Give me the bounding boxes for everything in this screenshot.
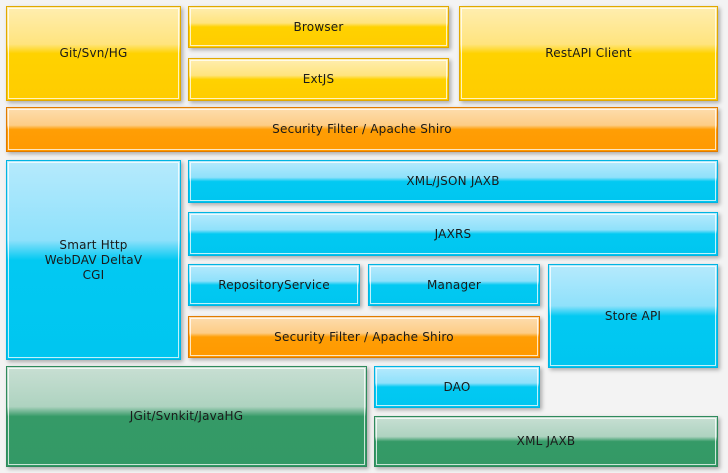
node-restapi-client[interactable]: RestAPI Client (459, 6, 718, 101)
node-smart-http-label: Smart Http WebDAV DeltaV CGI (44, 237, 143, 282)
node-jaxrs[interactable]: JAXRS (188, 212, 718, 256)
node-browser-label: Browser (293, 19, 344, 34)
node-repository-service-label: RepositoryService (218, 277, 330, 292)
node-security-filter-top-label: Security Filter / Apache Shiro (272, 122, 452, 136)
node-smart-http[interactable]: Smart Http WebDAV DeltaV CGI (6, 160, 181, 360)
node-security-filter-inner-label: Security Filter / Apache Shiro (274, 329, 454, 344)
node-security-filter-inner[interactable]: Security Filter / Apache Shiro (188, 316, 540, 358)
node-dao[interactable]: DAO (374, 366, 540, 408)
node-jgit-svnkit-javahg-label: JGit/Svnkit/JavaHG (129, 409, 244, 423)
node-security-filter-top[interactable]: Security Filter / Apache Shiro (6, 107, 718, 152)
node-jaxrs-label: JAXRS (434, 226, 472, 241)
node-xml-json-jaxb-label: XML/JSON JAXB (406, 174, 500, 188)
node-jgit-svnkit-javahg[interactable]: JGit/Svnkit/JavaHG (6, 366, 367, 467)
node-store-api-label: Store API (604, 308, 662, 323)
node-git-svn-hg-label: Git/Svn/HG (59, 46, 128, 60)
node-xml-json-jaxb[interactable]: XML/JSON JAXB (188, 160, 718, 203)
node-manager-label: Manager (427, 277, 481, 292)
node-repository-service[interactable]: RepositoryService (188, 264, 360, 306)
node-restapi-client-label: RestAPI Client (545, 46, 632, 60)
node-git-svn-hg[interactable]: Git/Svn/HG (6, 6, 181, 101)
node-xml-jaxb[interactable]: XML JAXB (374, 416, 718, 467)
node-browser[interactable]: Browser (188, 6, 449, 48)
node-extjs-label: ExtJS (302, 72, 335, 86)
node-store-api[interactable]: Store API (548, 264, 718, 368)
node-dao-label: DAO (443, 379, 471, 394)
node-manager[interactable]: Manager (368, 264, 540, 306)
node-extjs[interactable]: ExtJS (188, 58, 449, 101)
node-xml-jaxb-label: XML JAXB (516, 434, 576, 448)
